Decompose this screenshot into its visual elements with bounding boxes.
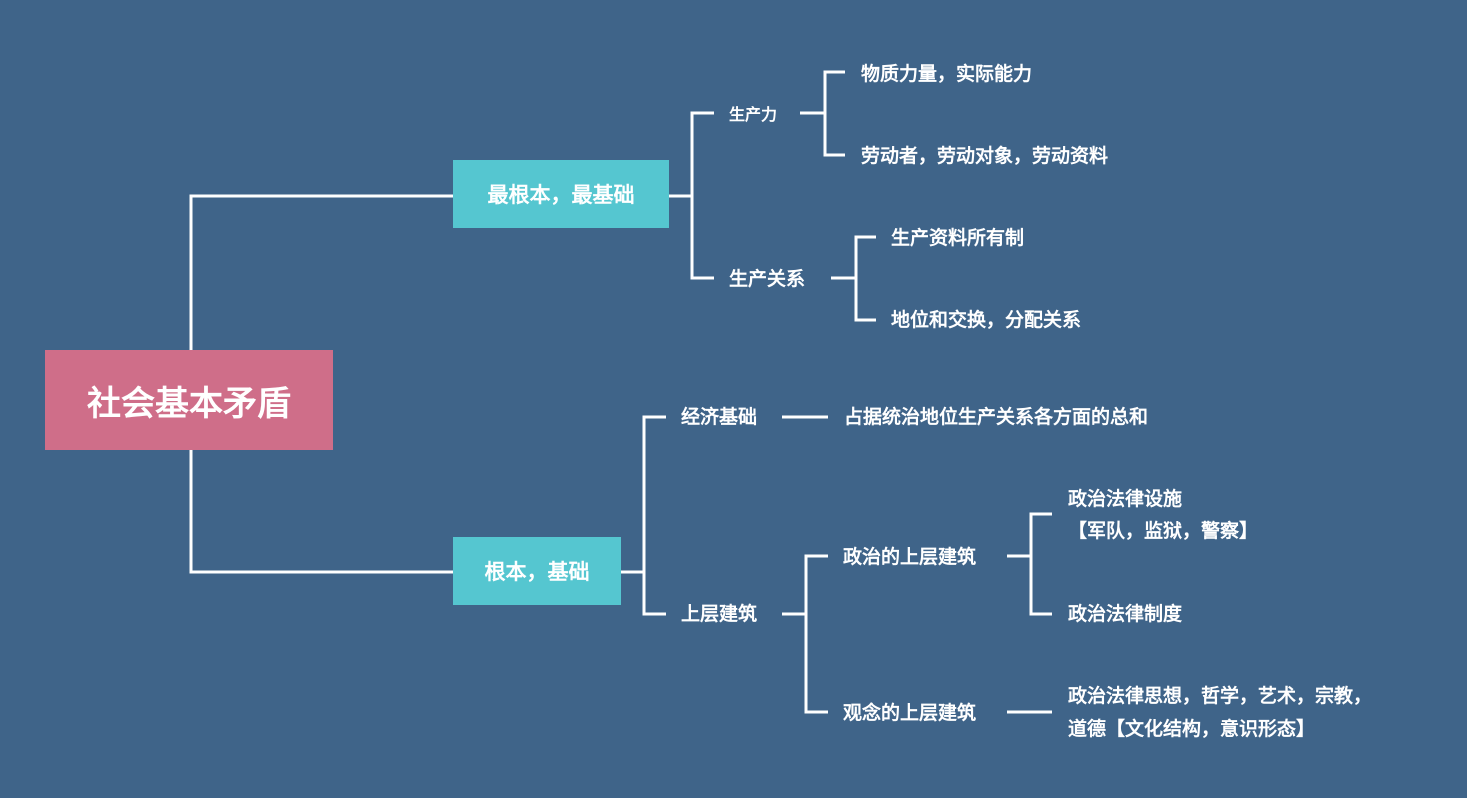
node-political-superstructure: 政治的上层建筑	[843, 546, 977, 568]
connector-bottom-bracket	[642, 415, 666, 616]
node-production-relations: 生产关系	[729, 268, 806, 290]
connector-root-bottom	[189, 450, 453, 574]
node-political-facilities-detail: 【军队，监狱，警察】	[1068, 520, 1259, 542]
node-superstructure: 上层建筑	[681, 603, 758, 625]
node-ideological-forms-detail: 道德【文化结构，意识形态】	[1068, 718, 1316, 740]
branch-node-fundamental: 根本，基础	[453, 537, 621, 605]
node-status-exchange: 地位和交换，分配关系	[891, 309, 1082, 331]
node-ownership: 生产资料所有制	[891, 227, 1025, 249]
node-economic-base: 经济基础	[681, 406, 758, 428]
node-ideological-superstructure: 观念的上层建筑	[843, 702, 977, 724]
root-node: 社会基本矛盾	[45, 350, 333, 450]
node-economic-base-definition: 占据统治地位生产关系各方面的总和	[844, 406, 1149, 428]
connector-productivity-bracket	[823, 70, 845, 157]
node-political-system: 政治法律制度	[1068, 603, 1183, 625]
branch-node-most-fundamental: 最根本，最基础	[453, 160, 669, 228]
connector-political-bracket	[1029, 512, 1052, 616]
connector-root-top	[189, 194, 453, 350]
node-labor-elements: 劳动者，劳动对象，劳动资料	[861, 145, 1109, 167]
node-ideological-forms: 政治法律思想，哲学，艺术，宗教，	[1068, 685, 1373, 707]
node-productivity: 生产力	[729, 105, 778, 124]
node-material-power: 物质力量，实际能力	[861, 63, 1033, 85]
connector-superstructure-bracket	[804, 554, 828, 714]
connector-relations-bracket	[854, 235, 876, 322]
node-political-facilities: 政治法律设施	[1068, 488, 1183, 510]
connector-top-bracket	[690, 111, 714, 280]
